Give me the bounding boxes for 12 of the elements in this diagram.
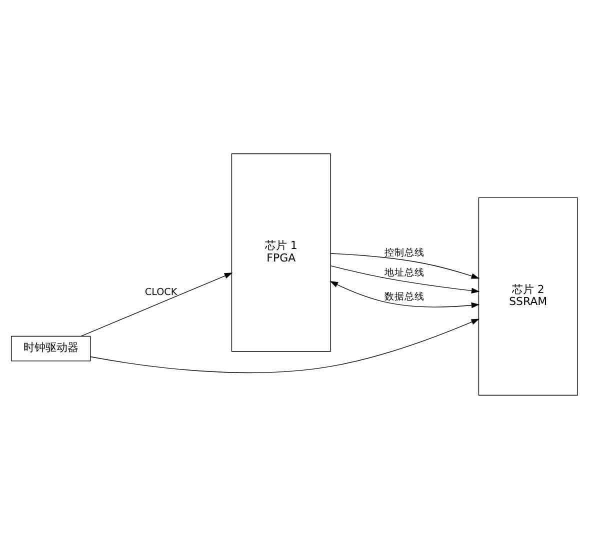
arrow: [80, 272, 233, 337]
arrow: [90, 318, 480, 374]
node-box: 芯片 1 FPGA: [231, 153, 331, 352]
arrow: [330, 281, 480, 308]
arrow: [330, 265, 480, 294]
edge-label: CLOCK: [144, 287, 178, 298]
edge-label: 地址总线: [384, 267, 425, 278]
arrow: [330, 253, 480, 279]
edge-label: 数据总线: [384, 291, 425, 302]
node-box: 芯片 2 SSRAM: [478, 197, 578, 396]
node-box: 时钟驱动器: [11, 336, 91, 362]
edge-label: 控制总线: [384, 247, 425, 258]
